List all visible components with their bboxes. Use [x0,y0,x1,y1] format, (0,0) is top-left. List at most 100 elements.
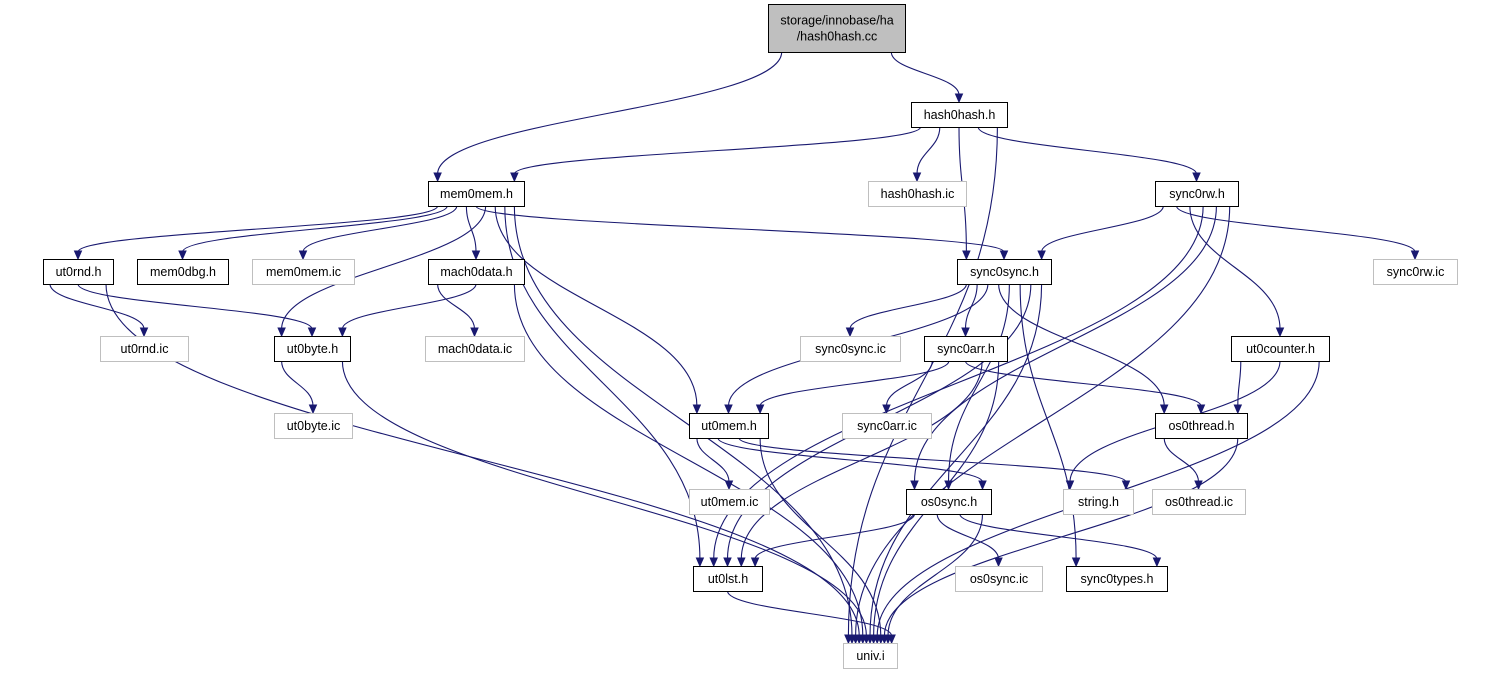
arrowhead [1275,327,1285,338]
arrowhead [307,327,317,338]
arrowhead [1071,557,1081,568]
node-label: ut0lst.h [708,572,748,586]
node-box [428,181,525,207]
edge-line [916,126,941,175]
arrowhead [912,172,922,183]
node-box [689,489,770,515]
node-box [843,643,898,669]
edge-line [936,513,1000,560]
edge-line [890,51,960,96]
edge-sync0sync_h-to-sync0sync_ic [845,283,967,338]
arrowhead [1065,480,1075,491]
node-mem0mem-h[interactable]: mem0mem.h [428,181,525,207]
edge-ut0mem_h-to-os0sync_h [717,437,987,491]
node-ut0mem-ic: ut0mem.ic [689,489,770,515]
node-os0thread-h[interactable]: os0thread.h [1155,413,1248,439]
arrowhead [944,480,953,491]
node-ut0byte-h[interactable]: ut0byte.h [274,336,351,362]
edge-line [341,283,477,330]
node-sync0sync-h[interactable]: sync0sync.h [957,259,1052,285]
node-box [252,259,355,285]
edge-line [513,205,853,637]
node-mach0data-h[interactable]: mach0data.h [428,259,525,285]
edge-line [281,360,314,407]
node-ut0counter-h[interactable]: ut0counter.h [1231,336,1330,362]
edge-ut0byte_h-to-ut0byte_ic [281,360,318,415]
arrowhead [178,250,187,261]
node-sync0rw-h[interactable]: sync0rw.h [1155,181,1239,207]
edge-hash0hash_h-to-sync0rw_h [977,126,1201,183]
edge-line [738,437,1127,483]
node-sync0types-h[interactable]: sync0types.h [1066,566,1168,592]
edge-sync0arr_h-to-sync0arr_ic [882,360,933,415]
node-root[interactable]: storage/innobase/ha/hash0hash.cc [768,4,906,53]
node-box [1063,489,1134,515]
edge-line [1019,283,1077,560]
node-os0sync-h[interactable]: os0sync.h [906,489,992,515]
edge-ut0mem_h-to-string_h [738,437,1131,491]
node-box [1155,413,1248,439]
edge-line [696,437,730,483]
edge-ut0lst_h-to-univ_i [726,590,896,645]
edge-mem0mem_h-to-mach0data_h [465,205,481,261]
node-box [842,413,932,439]
edge-line [740,360,983,560]
edge-line [1041,205,1164,253]
arrowhead [1233,404,1243,415]
edge-line [437,283,476,330]
edge-line [759,360,950,407]
node-box [957,259,1052,285]
edge-line [869,283,1043,637]
arrowhead [723,557,732,568]
arrowhead [845,327,855,338]
node-label: mach0data.h [440,265,512,279]
node-box [43,259,114,285]
edge-line [49,283,145,330]
edge-sync0sync_h-to-os0thread_h [998,283,1169,415]
node-label: mem0dbg.h [150,265,216,279]
arrowhead [961,327,970,338]
arrowhead [882,404,891,415]
node-box [425,336,525,362]
edge-os0sync_h-to-os0sync_ic [936,513,1003,568]
node-hash0hash-h[interactable]: hash0hash.h [911,102,1008,128]
edge-mem0mem_h-to-mem0dbg_h [178,205,448,261]
node-mem0dbg-h[interactable]: mem0dbg.h [137,259,229,285]
edge-hash0hash_h-to-hash0hash_ic [912,126,941,183]
arrowhead [470,327,479,338]
node-label: sync0sync.h [970,265,1039,279]
node-sync0arr-h[interactable]: sync0arr.h [924,336,1008,362]
arrowhead [1196,404,1206,415]
node-label: string.h [1078,495,1119,509]
edge-ut0byte_h-to-univ_i [341,360,871,645]
arrowhead [298,250,308,261]
edge-line [1163,437,1200,483]
edge-sync0sync_h-to-sync0types_h [1019,283,1081,568]
edge-root-to-hash0hash_h [890,51,964,104]
node-box [868,181,967,207]
node-mem0mem-ic: mem0mem.ic [252,259,355,285]
arrowhead [910,480,919,491]
edge-line [465,205,477,253]
node-label: ut0counter.h [1246,342,1315,356]
node-mach0data-ic: mach0data.ic [425,336,525,362]
edge-sync0rw_h-to-sync0sync_h [1037,205,1164,261]
node-label: ut0byte.h [287,342,338,356]
node-label: os0thread.ic [1165,495,1233,509]
edge-sync0sync_h-to-sync0arr_h [961,283,978,338]
edge-mem0mem_h-to-ut0byte_h [277,205,487,338]
edge-line [847,126,998,637]
arrowhead [887,634,896,645]
node-label: os0sync.ic [970,572,1028,586]
node-ut0lst-h[interactable]: ut0lst.h [693,566,763,592]
arrowhead [1152,557,1162,568]
edge-line [513,126,922,175]
node-box [924,336,1008,362]
node-box [689,413,769,439]
arrowhead [724,480,734,491]
node-box [1066,566,1168,592]
node-box [800,336,901,362]
node-ut0mem-h[interactable]: ut0mem.h [689,413,769,439]
node-ut0rnd-h[interactable]: ut0rnd.h [43,259,114,285]
